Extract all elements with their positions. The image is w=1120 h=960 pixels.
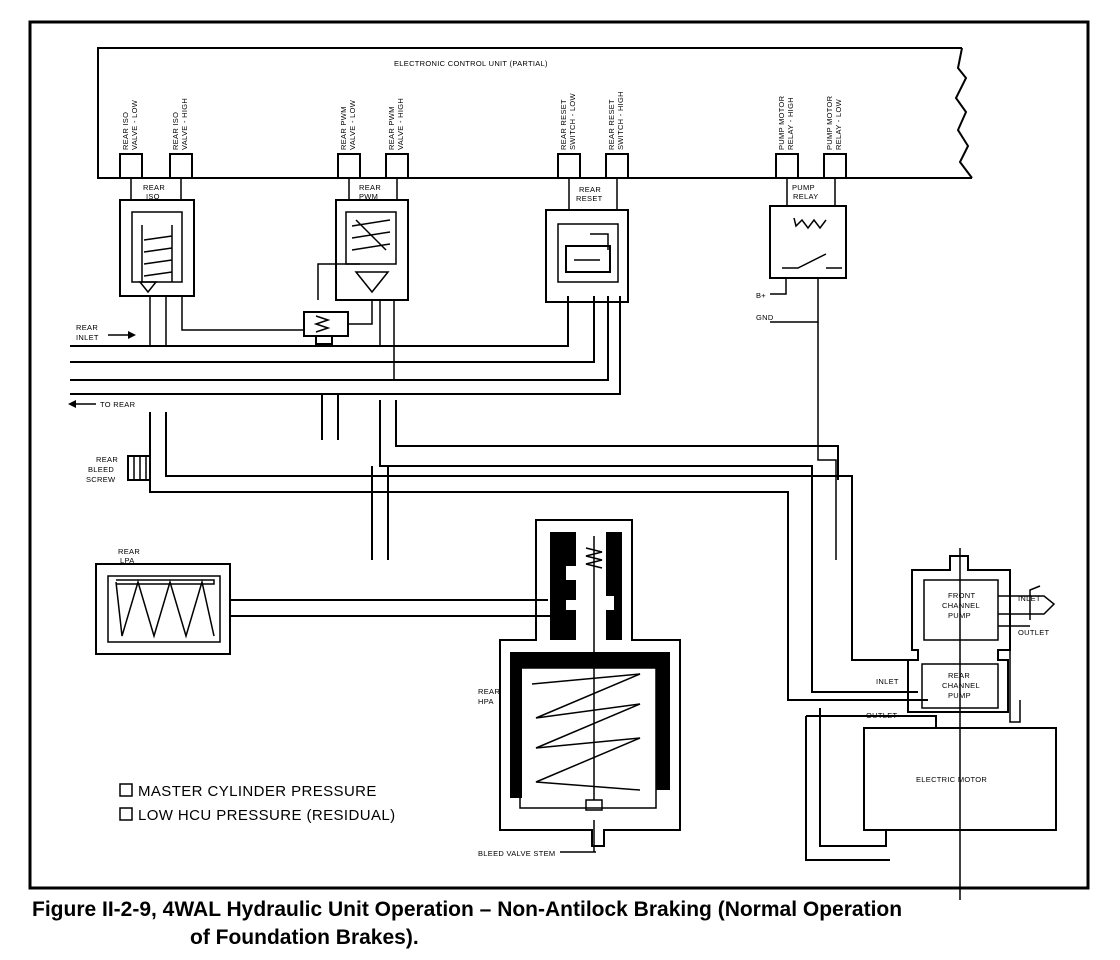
hydraulic-passages xyxy=(70,296,937,861)
check-valve xyxy=(303,311,349,345)
connector-rear-reset-high: REAR RESET SWITCH - HIGH xyxy=(605,91,629,179)
svg-text:HPA: HPA xyxy=(478,697,494,706)
svg-text:RESET: RESET xyxy=(576,194,603,203)
connector-rear-reset-low: REAR RESET SWITCH - LOW xyxy=(557,92,581,179)
svg-text:BLEED: BLEED xyxy=(88,465,114,474)
ecu-connectors: REAR ISO VALVE - LOW REAR ISO VALVE - HI… xyxy=(119,91,847,179)
svg-text:INLET: INLET xyxy=(1018,594,1041,603)
rear-reset-switch: REAR RESET xyxy=(545,178,629,303)
svg-text:REAR: REAR xyxy=(359,183,381,192)
pump-relay: PUMP RELAY xyxy=(769,178,847,279)
svg-text:VALVE - LOW: VALVE - LOW xyxy=(130,99,139,150)
port-labels: REAR INLET TO REAR xyxy=(68,323,136,409)
electrical-lines: B+ GND xyxy=(756,278,837,560)
legend-item-low-hcu: LOW HCU PRESSURE (RESIDUAL) xyxy=(119,807,396,824)
rear-iso-valve: REAR ISO xyxy=(119,178,195,297)
svg-text:LOW HCU PRESSURE (RESIDUAL): LOW HCU PRESSURE (RESIDUAL) xyxy=(138,807,396,824)
rear-pwm-valve: REAR PWM xyxy=(317,178,409,301)
ecu-partial-box: ELECTRONIC CONTROL UNIT (PARTIAL) xyxy=(97,47,973,179)
ecu-label: ELECTRONIC CONTROL UNIT (PARTIAL) xyxy=(394,59,548,68)
svg-text:REAR: REAR xyxy=(948,671,970,680)
svg-text:REAR PWM: REAR PWM xyxy=(387,106,396,150)
svg-text:LPA: LPA xyxy=(120,556,135,565)
svg-text:ISO: ISO xyxy=(146,192,160,201)
svg-text:RELAY: RELAY xyxy=(793,192,819,201)
connector-pump-relay-high: PUMP MOTOR RELAY - HIGH xyxy=(775,95,799,179)
svg-text:SWITCH - LOW: SWITCH - LOW xyxy=(568,92,577,150)
svg-text:PUMP: PUMP xyxy=(792,183,815,192)
caption-line-1: Figure II-2-9, 4WAL Hydraulic Unit Opera… xyxy=(32,898,902,921)
connector-rear-iso-high: REAR ISO VALVE - HIGH xyxy=(169,98,193,179)
svg-text:PWM: PWM xyxy=(359,192,378,201)
svg-text:SWITCH - HIGH: SWITCH - HIGH xyxy=(616,91,625,150)
svg-text:VALVE - LOW: VALVE - LOW xyxy=(348,99,357,150)
svg-text:REAR PWM: REAR PWM xyxy=(339,106,348,150)
svg-text:TO REAR: TO REAR xyxy=(100,400,136,409)
svg-text:INLET: INLET xyxy=(876,677,899,686)
connector-pump-relay-low: PUMP MOTOR RELAY - LOW xyxy=(823,95,847,179)
svg-text:REAR: REAR xyxy=(143,183,165,192)
svg-text:REAR RESET: REAR RESET xyxy=(559,99,568,150)
rear-hpa: REAR HPA BLEED VALVE STEM xyxy=(478,519,681,858)
svg-text:PUMP MOTOR: PUMP MOTOR xyxy=(825,95,834,150)
svg-text:REAR: REAR xyxy=(579,185,601,194)
svg-text:PUMP: PUMP xyxy=(948,691,971,700)
rear-lpa: REAR LPA xyxy=(95,547,550,655)
svg-text:PUMP: PUMP xyxy=(948,611,971,620)
svg-text:OUTLET: OUTLET xyxy=(1018,628,1050,637)
svg-text:REAR: REAR xyxy=(118,547,140,556)
svg-text:FRONT: FRONT xyxy=(948,591,975,600)
legend: MASTER CYLINDER PRESSURE LOW HCU PRESSUR… xyxy=(119,783,396,824)
svg-text:REAR: REAR xyxy=(478,687,500,696)
svg-text:MASTER CYLINDER PRESSURE: MASTER CYLINDER PRESSURE xyxy=(138,783,377,800)
svg-text:RELAY - HIGH: RELAY - HIGH xyxy=(786,97,795,150)
svg-text:REAR: REAR xyxy=(96,455,118,464)
legend-item-master-cylinder: MASTER CYLINDER PRESSURE xyxy=(119,783,377,800)
legend-swatch-shaded xyxy=(119,807,133,821)
svg-text:REAR ISO: REAR ISO xyxy=(121,112,130,150)
connector-rear-pwm-high: REAR PWM VALVE - HIGH xyxy=(385,98,409,179)
svg-text:B+: B+ xyxy=(756,291,766,300)
legend-swatch-white xyxy=(119,783,133,797)
connector-rear-iso-low: REAR ISO VALVE - LOW xyxy=(119,99,143,179)
svg-text:ELECTRIC MOTOR: ELECTRIC MOTOR xyxy=(916,775,987,784)
svg-text:REAR RESET: REAR RESET xyxy=(607,99,616,150)
svg-text:RELAY - LOW: RELAY - LOW xyxy=(834,98,843,150)
rear-bleed-screw: REAR BLEED SCREW xyxy=(86,455,151,484)
svg-text:REAR ISO: REAR ISO xyxy=(171,112,180,150)
svg-text:GND: GND xyxy=(756,313,774,322)
pump-assembly: FRONT CHANNEL PUMP REAR CHANNEL PUMP INL… xyxy=(866,548,1056,900)
svg-text:CHANNEL: CHANNEL xyxy=(942,601,980,610)
figure-caption: Figure II-2-9, 4WAL Hydraulic Unit Opera… xyxy=(32,898,902,949)
svg-text:PUMP MOTOR: PUMP MOTOR xyxy=(777,95,786,150)
svg-text:CHANNEL: CHANNEL xyxy=(942,681,980,690)
caption-line-2: of Foundation Brakes). xyxy=(190,926,419,949)
electric-motor: ELECTRIC MOTOR xyxy=(863,727,1057,831)
svg-text:OUTLET: OUTLET xyxy=(866,711,898,720)
svg-text:REAR: REAR xyxy=(76,323,98,332)
svg-text:INLET: INLET xyxy=(76,333,99,342)
connector-rear-pwm-low: REAR PWM VALVE - LOW xyxy=(337,99,361,179)
svg-text:SCREW: SCREW xyxy=(86,475,116,484)
figure-frame xyxy=(28,20,1090,890)
svg-text:VALVE - HIGH: VALVE - HIGH xyxy=(396,98,405,150)
svg-text:VALVE - HIGH: VALVE - HIGH xyxy=(180,98,189,150)
svg-text:BLEED VALVE STEM: BLEED VALVE STEM xyxy=(478,849,555,858)
